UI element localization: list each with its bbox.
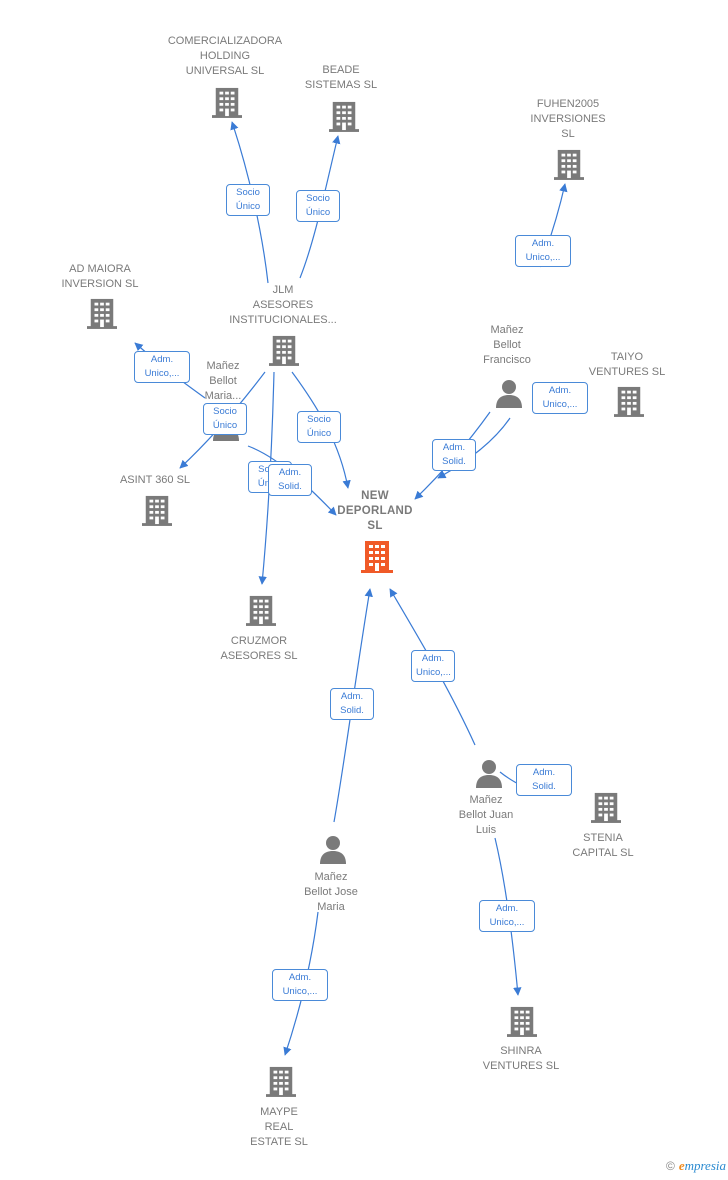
edge-label-e10[interactable]: Adm. Solid. xyxy=(432,439,476,471)
edge-e9 xyxy=(437,417,511,479)
edge-label-e6[interactable]: Socio Único xyxy=(297,411,341,443)
person-icon-manez_francisco[interactable] xyxy=(496,380,522,408)
node-label-manez_juan[interactable]: Mañez Bellot Juan Luis xyxy=(458,794,514,836)
edge-label-e11[interactable]: Adm. Solid. xyxy=(330,688,374,720)
node-label-beade[interactable]: BEADE SISTEMAS SL xyxy=(304,64,378,91)
node-label-asint[interactable]: ASINT 360 SL xyxy=(119,474,191,486)
edge-label-e15[interactable]: Adm. Unico,... xyxy=(272,969,328,1001)
node-label-fuhen[interactable]: FUHEN2005 INVERSIONES SL xyxy=(530,98,606,140)
building-icon-maype[interactable] xyxy=(266,1066,296,1097)
node-label-manez_francisco[interactable]: Mañez Bellot Francisco xyxy=(483,324,531,366)
footer-credit: © empresia xyxy=(666,1158,726,1174)
node-label-comercializadora[interactable]: COMERCIALIZADORA HOLDING UNIVERSAL SL xyxy=(167,35,283,77)
building-icon-jlm[interactable] xyxy=(269,335,299,366)
edge-label-e8[interactable]: Adm. Solid. xyxy=(268,464,312,496)
building-icon-cruzmor[interactable] xyxy=(246,595,276,626)
edge-label-e1[interactable]: Socio Único xyxy=(226,184,270,216)
building-icon-stenia[interactable] xyxy=(591,792,621,823)
person-icon-manez_jose[interactable] xyxy=(320,836,346,864)
edge-label-e14[interactable]: Adm. Unico,... xyxy=(479,900,535,932)
node-label-stenia[interactable]: STENIA CAPITAL SL xyxy=(572,832,634,859)
edge-label-e13[interactable]: Adm. Solid. xyxy=(516,764,572,796)
building-icon-fuhen[interactable] xyxy=(554,149,584,180)
node-label-shinra[interactable]: SHINRA VENTURES SL xyxy=(482,1045,560,1072)
node-label-maype[interactable]: MAYPE REAL ESTATE SL xyxy=(250,1106,308,1148)
node-label-admaiora[interactable]: AD MAIORA INVERSION SL xyxy=(61,263,139,290)
copyright-symbol: © xyxy=(665,1159,675,1173)
node-label-new_deporland[interactable]: NEW DEPORLAND SL xyxy=(337,490,413,532)
node-label-cruzmor[interactable]: CRUZMOR ASESORES SL xyxy=(220,635,298,662)
edge-label-e3[interactable]: Adm. Unico,... xyxy=(515,235,571,267)
node-label-manez_jose[interactable]: Mañez Bellot Jose Maria xyxy=(304,871,358,913)
building-icon-shinra[interactable] xyxy=(507,1006,537,1037)
edge-label-e5[interactable]: Socio Único xyxy=(203,403,247,435)
building-icon-taiyo[interactable] xyxy=(614,386,644,417)
building-icon-new_deporland[interactable] xyxy=(361,541,393,573)
node-label-taiyo[interactable]: TAIYO VENTURES SL xyxy=(588,351,666,378)
building-icon-admaiora[interactable] xyxy=(87,298,117,329)
edge-label-e2[interactable]: Socio Único xyxy=(296,190,340,222)
edge-label-e4[interactable]: Adm. Unico,... xyxy=(134,351,190,383)
node-label-jlm[interactable]: JLM ASESORES INSTITUCIONALES... xyxy=(229,284,337,326)
edge-label-e12[interactable]: Adm. Unico,... xyxy=(411,650,455,682)
person-icon-manez_juan[interactable] xyxy=(476,760,502,788)
edge-label-e9[interactable]: Adm. Unico,... xyxy=(532,382,588,414)
node-label-manez_maria[interactable]: Mañez Bellot Maria... xyxy=(204,360,242,402)
building-icon-beade[interactable] xyxy=(329,101,359,132)
building-icon-comercializadora[interactable] xyxy=(212,87,242,118)
brand-logo[interactable]: empresia xyxy=(678,1158,726,1173)
building-icon-asint[interactable] xyxy=(142,495,172,526)
